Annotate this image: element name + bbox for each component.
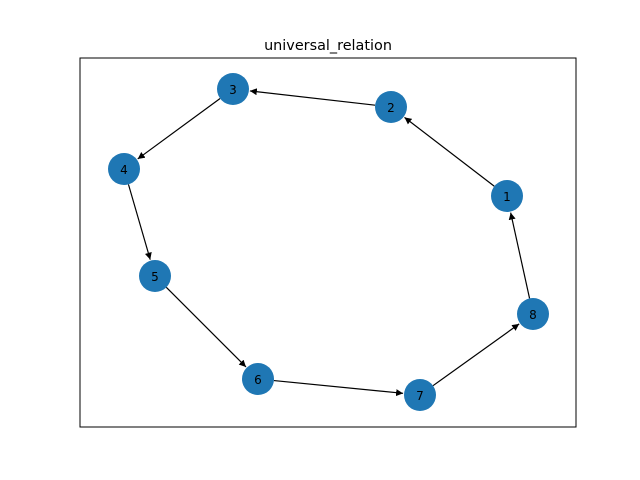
node-label: 8 — [529, 308, 537, 322]
node-2: 2 — [375, 91, 407, 123]
node-6: 6 — [242, 363, 274, 395]
edge-5-to-6 — [165, 286, 247, 368]
node-circle — [491, 180, 523, 212]
node-label: 1 — [503, 190, 511, 204]
node-circle — [375, 91, 407, 123]
nodes-layer: 1 2 3 4 5 6 7 8 — [108, 73, 549, 411]
edge-2-to-3 — [249, 88, 376, 106]
node-label: 4 — [120, 163, 128, 177]
node-label: 3 — [229, 83, 237, 97]
node-8: 8 — [517, 298, 549, 330]
node-circle — [404, 379, 436, 411]
node-label: 7 — [416, 389, 424, 403]
edge-8-to-1 — [508, 212, 531, 299]
node-label: 2 — [387, 101, 395, 115]
edge-7-to-8 — [432, 323, 520, 387]
node-circle — [217, 73, 249, 105]
graph-title: universal_relation — [264, 38, 392, 54]
node-1: 1 — [491, 180, 523, 212]
node-7: 7 — [404, 379, 436, 411]
node-label: 6 — [254, 373, 262, 387]
node-5: 5 — [139, 260, 171, 292]
node-circle — [139, 260, 171, 292]
axes-frame — [79, 57, 577, 428]
edge-1-to-2 — [404, 116, 495, 187]
node-4: 4 — [108, 153, 140, 185]
edges-layer — [127, 88, 531, 397]
node-circle — [517, 298, 549, 330]
edge-3-to-4 — [137, 97, 221, 160]
node-3: 3 — [217, 73, 249, 105]
node-circle — [242, 363, 274, 395]
node-circle — [108, 153, 140, 185]
edge-6-to-7 — [273, 379, 404, 397]
edge-4-to-5 — [127, 184, 152, 260]
node-label: 5 — [151, 270, 159, 284]
